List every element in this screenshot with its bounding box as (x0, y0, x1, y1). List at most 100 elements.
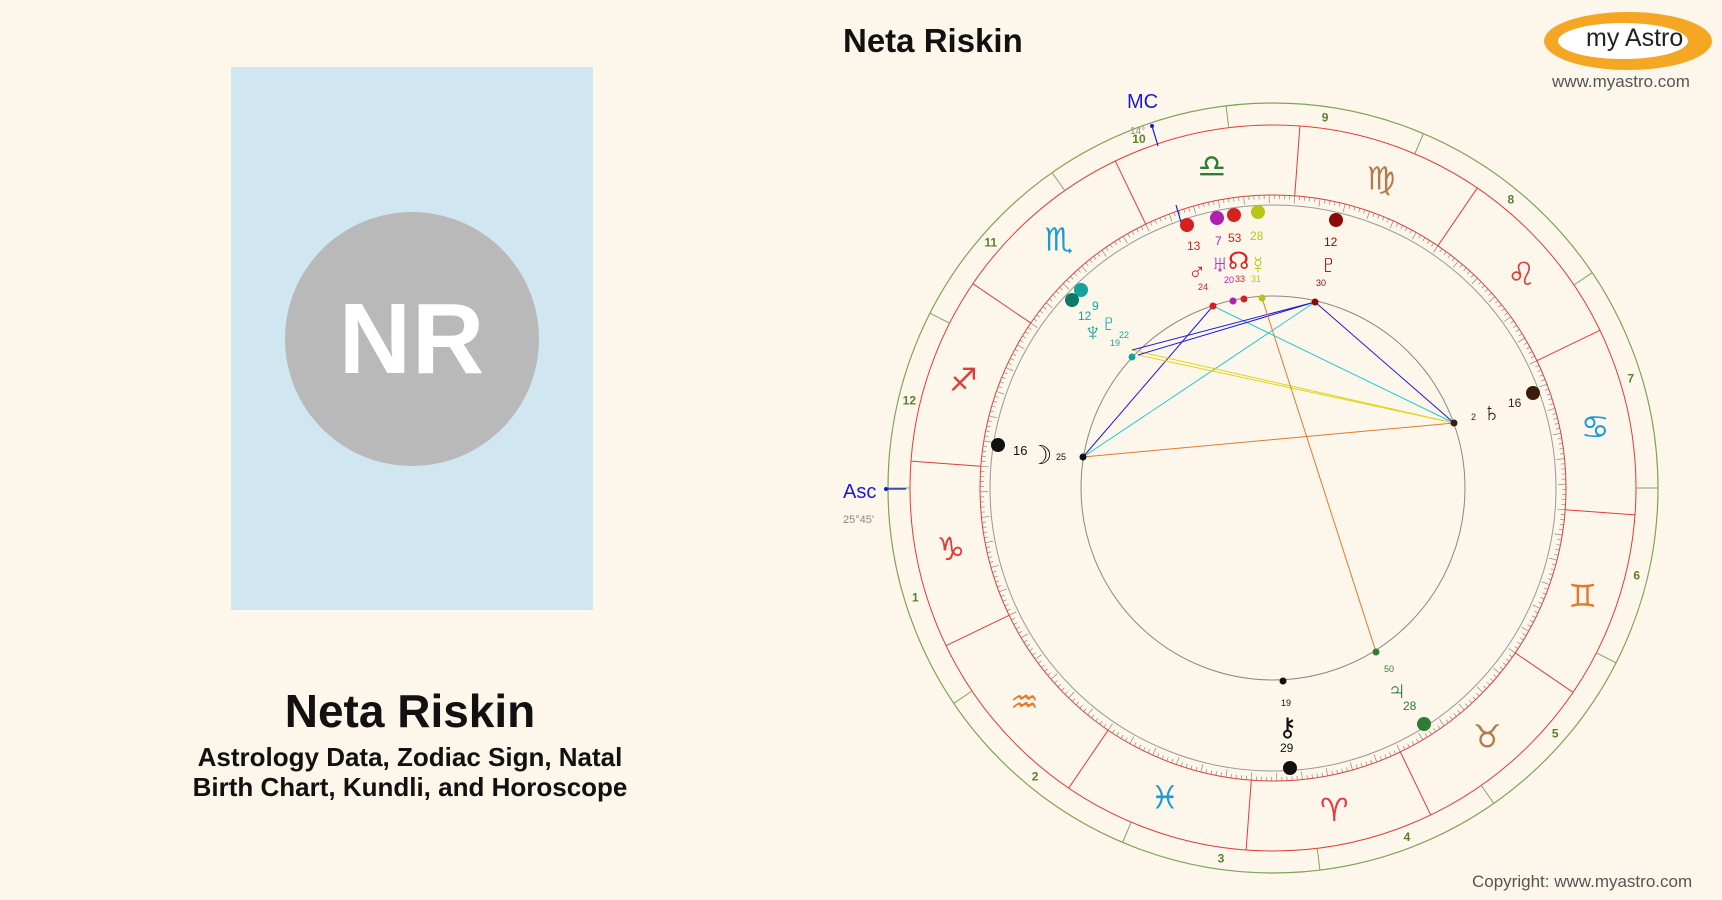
degree-tick (1530, 355, 1535, 359)
degree-tick (1514, 646, 1519, 649)
house-cusp-line (1596, 652, 1617, 664)
degree-tick (1346, 767, 1348, 772)
aspect-line (1137, 354, 1455, 424)
degree-tick (1112, 729, 1115, 734)
degree-tick (1467, 270, 1471, 275)
degree-tick (1549, 403, 1554, 405)
degree-tick (1522, 633, 1527, 636)
degree-tick (1553, 418, 1558, 420)
degree-tick (1159, 217, 1162, 222)
degree-tick (1052, 294, 1056, 298)
degree-tick (1407, 743, 1410, 748)
degree-tick (1508, 654, 1513, 658)
aspect-ring (1080, 295, 1466, 681)
sign-boundary-line (1514, 652, 1574, 693)
degree-tick (1540, 597, 1545, 600)
house-number-5: 5 (1552, 726, 1559, 740)
degree-tick (1057, 683, 1061, 688)
degree-tick (1325, 767, 1328, 776)
degree-tick (1519, 637, 1524, 641)
jupiter-icon: ♃ (1387, 675, 1407, 705)
degree-tick (1437, 725, 1441, 729)
house-number-11: 11 (984, 236, 997, 250)
degree-tick (1341, 768, 1343, 773)
degree-tick (1338, 202, 1341, 207)
pluto-marker (1329, 213, 1343, 227)
degree-tick (1559, 448, 1564, 450)
degree-tick (1472, 696, 1476, 700)
aspect-line (1082, 301, 1316, 458)
degree-tick (1541, 379, 1546, 382)
degree-tick (1402, 745, 1406, 750)
degree-tick (1033, 318, 1038, 322)
degree-tick (1433, 728, 1437, 732)
degree-tick (1066, 279, 1070, 283)
degree-tick (1178, 210, 1181, 215)
degree-tick (1532, 604, 1541, 609)
degree-tick (996, 391, 1005, 395)
house-number-12: 12 (903, 394, 917, 408)
degree-tick (1481, 285, 1485, 289)
degree-tick (1032, 652, 1036, 656)
site-url[interactable]: www.myastro.com (1552, 72, 1690, 91)
degree-tick (1035, 654, 1042, 660)
degree-tick (1208, 202, 1210, 207)
degree-tick (1548, 573, 1553, 576)
degree-tick (1523, 342, 1528, 345)
degree-tick (1055, 290, 1060, 294)
mercury-point (1258, 294, 1266, 302)
degree-tick (1012, 353, 1017, 356)
degree-tick (1087, 708, 1093, 716)
degree-tick (1468, 700, 1473, 704)
aspect-line (1131, 301, 1316, 351)
degree-tick (1447, 254, 1451, 259)
asc-degree: 25°45' (843, 514, 874, 526)
degree-tick (1411, 741, 1415, 746)
degree-tick (1188, 207, 1190, 212)
degree-tick (1064, 691, 1068, 695)
pluto-small-icon: ♇ (1100, 310, 1118, 337)
degree-tick (1030, 322, 1038, 328)
degree-tick (1555, 428, 1560, 430)
degree-tick (1554, 423, 1559, 425)
degree-tick (1544, 388, 1549, 391)
sign-boundary-line (910, 460, 981, 467)
degree-tick (1518, 333, 1523, 337)
house-number-6: 6 (1633, 568, 1640, 582)
sign-boundary-line (972, 283, 1032, 324)
myastro-logo[interactable]: my Astro (1544, 12, 1712, 70)
degree-tick (1059, 287, 1063, 291)
degree-tick (982, 445, 988, 447)
degree-tick (1418, 234, 1421, 239)
outer-planet-dots (991, 205, 1540, 775)
neptune-marker (1074, 283, 1088, 297)
degree-tick (985, 430, 990, 432)
degree-tick (1019, 340, 1024, 343)
jupiter-degree: 28 (1403, 699, 1417, 713)
degree-tick (1127, 233, 1130, 238)
degree-tick (995, 580, 1000, 583)
degree-tick (1488, 292, 1492, 296)
degree-tick (1457, 710, 1461, 714)
chiron-degree: 29 (1280, 741, 1294, 755)
degree-tick (1377, 214, 1380, 219)
degree-tick (1193, 205, 1196, 214)
degree-tick (1168, 213, 1173, 222)
degree-tick (1107, 723, 1113, 731)
moon-point (1079, 453, 1087, 461)
degree-tick (1470, 274, 1474, 278)
degree-tick (1131, 230, 1135, 235)
degree-tick (1517, 641, 1521, 645)
pluto-point (1311, 298, 1319, 306)
degree-tick (1324, 199, 1326, 204)
degree-tick (1517, 337, 1525, 343)
pluto-degree: 12 (1324, 235, 1338, 249)
avatar-card: NR (231, 67, 593, 610)
sign-boundary-line (945, 614, 1010, 647)
degree-tick (1025, 331, 1029, 335)
sagittarius-icon: ♐ (949, 361, 978, 399)
degree-tick (988, 415, 997, 419)
mercury-degree: 28 (1250, 229, 1264, 243)
gemini-icon: ♊ (1568, 577, 1597, 615)
saturn-degree: 16 (1508, 396, 1522, 410)
